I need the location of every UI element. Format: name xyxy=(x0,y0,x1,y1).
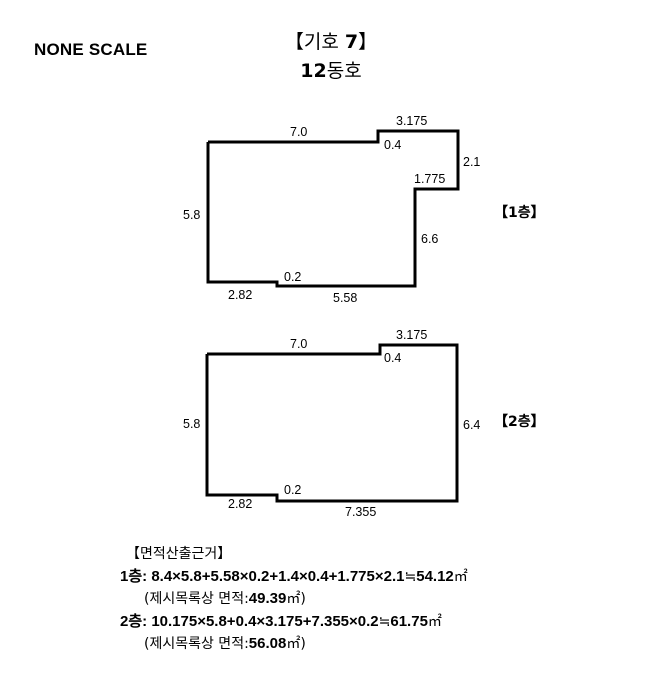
calc-f2-prefix: 2층: xyxy=(120,612,152,630)
f2-dim-top-right: 3.175 xyxy=(396,328,427,342)
calc-heading: 【면적산출근거】 xyxy=(126,546,232,562)
calc-f1-prefix: 1층: xyxy=(120,567,152,585)
subtitle-number: 12 xyxy=(300,60,327,82)
f2-dim-left: 5.8 xyxy=(183,417,200,431)
calc-f1-formula: 8.4×5.8+5.58×0.2+1.4×0.4+1.775×2.1 xyxy=(151,567,405,585)
title-prefix: 【기호 xyxy=(284,31,345,53)
calc-f1-unit: ㎡ xyxy=(453,568,468,585)
f1-dim-right-upper: 2.1 xyxy=(463,155,480,169)
calc-f1-note-prefix: (제시목록상 면적: xyxy=(144,591,249,607)
calc-floor2-note: (제시목록상 면적:56.08㎡) xyxy=(120,633,468,656)
calc-f2-note-prefix: (제시목록상 면적: xyxy=(144,636,249,652)
floor1-outline xyxy=(206,129,460,288)
calc-f1-result: 54.12 xyxy=(416,567,454,585)
calc-f2-note-value: 56.08 xyxy=(248,635,287,652)
calc-f2-note-suffix: ㎡) xyxy=(286,636,306,652)
calc-f2-unit: ㎡ xyxy=(427,613,442,630)
f1-dim-bottom-step: 0.2 xyxy=(284,270,301,284)
f1-dim-left: 5.8 xyxy=(183,208,200,222)
calc-floor1-note: (제시목록상 면적:49.39㎡) xyxy=(120,588,468,611)
f2-dim-right: 6.4 xyxy=(463,418,480,432)
f1-dim-top-right: 3.175 xyxy=(396,114,427,128)
calc-f2-formula: 10.175×5.8+0.4×3.175+7.355×0.2 xyxy=(151,612,379,630)
f1-dim-right-lower: 6.6 xyxy=(421,232,438,246)
calc-f1-note-value: 49.39 xyxy=(248,590,287,607)
f2-dim-bottom-right: 7.355 xyxy=(345,505,376,519)
title-number: 7 xyxy=(344,31,359,53)
f1-dim-bottom-right: 5.58 xyxy=(333,291,357,305)
f1-dim-top-left: 7.0 xyxy=(290,125,307,139)
calc-f2-approx: ≒ xyxy=(378,613,391,630)
scale-note: NONE SCALE xyxy=(34,40,148,59)
calc-f2-result: 61.75 xyxy=(390,612,428,630)
floor2-outline xyxy=(205,343,459,503)
subtitle-text: 동호 xyxy=(326,60,362,82)
f1-dim-bottom-left: 2.82 xyxy=(228,288,252,302)
f2-dim-top-left: 7.0 xyxy=(290,337,307,351)
calc-floor2: 2층: 10.175×5.8+0.4×3.175+7.355×0.2≒61.75… xyxy=(120,611,468,634)
drawing-subtitle: 12동호 xyxy=(231,56,431,83)
f2-dim-bottom-step: 0.2 xyxy=(284,483,301,497)
f2-dim-step-small: 0.4 xyxy=(384,351,401,365)
title-suffix: 】 xyxy=(358,31,378,53)
floor1-label: 【1층】 xyxy=(494,205,545,221)
drawing-title: 【기호 7】 xyxy=(231,27,431,54)
calc-floor1: 1층: 8.4×5.8+5.58×0.2+1.4×0.4+1.775×2.1≒5… xyxy=(120,566,468,589)
f1-dim-step-small: 0.4 xyxy=(384,138,401,152)
area-calculation: 【면적산출근거】 1층: 8.4×5.8+5.58×0.2+1.4×0.4+1.… xyxy=(120,543,468,656)
calc-f1-approx: ≒ xyxy=(404,568,417,585)
f2-dim-bottom-left: 2.82 xyxy=(228,497,252,511)
floor2-label: 【2층】 xyxy=(494,414,545,430)
calc-f1-note-suffix: ㎡) xyxy=(286,591,306,607)
f1-dim-notch-width: 1.775 xyxy=(414,172,445,186)
